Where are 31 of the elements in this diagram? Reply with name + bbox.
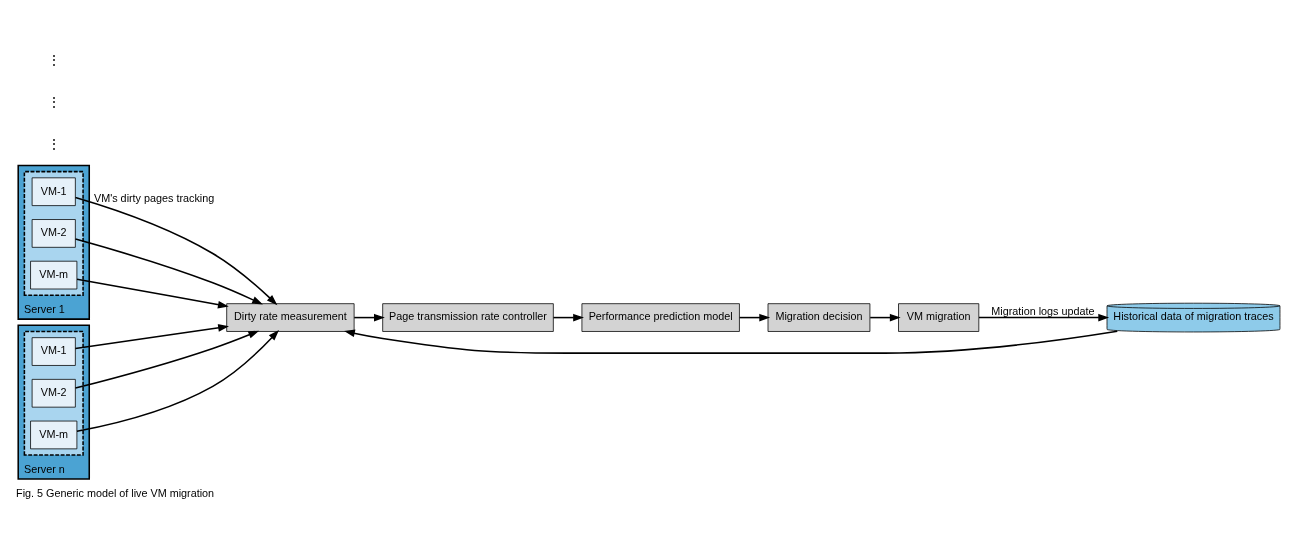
- arrow: [74, 237, 263, 305]
- arrow: [353, 313, 385, 321]
- arrow: [738, 313, 771, 321]
- label: ⋮: [46, 135, 61, 152]
- node-box: VM-2: [31, 378, 76, 408]
- cluster: [23, 330, 84, 456]
- node-box: VM-m: [30, 260, 78, 289]
- arrow: [74, 330, 260, 389]
- node-box: VM-1: [31, 176, 76, 206]
- arrow: [344, 329, 1119, 354]
- label: ⋮: [46, 51, 61, 68]
- node-box: VM-m: [30, 420, 78, 449]
- label: ⋮: [46, 93, 61, 110]
- edge-label: VM's dirty pages tracking: [93, 191, 215, 204]
- arrow: [869, 313, 901, 321]
- node-box: VM-2: [31, 218, 76, 248]
- node-box: VM-1: [31, 336, 76, 366]
- arrow: [978, 313, 1110, 321]
- node-box: Migration decision: [767, 302, 871, 332]
- cluster: [23, 170, 84, 296]
- node-box: Performance prediction model: [581, 302, 740, 332]
- caption: Fig. 5 Generic model of live VM migration: [16, 486, 215, 499]
- node-box: Dirty rate measurement: [226, 302, 355, 332]
- node-box: Page transmission rate controller: [382, 302, 554, 332]
- node-box: VM migration: [898, 302, 980, 332]
- arrow: [74, 323, 229, 349]
- arrow: [552, 313, 584, 321]
- arrow: [76, 329, 279, 432]
- edge-label: Migration logs update: [991, 304, 1095, 317]
- arrow: [74, 196, 278, 305]
- arrow: [76, 277, 229, 308]
